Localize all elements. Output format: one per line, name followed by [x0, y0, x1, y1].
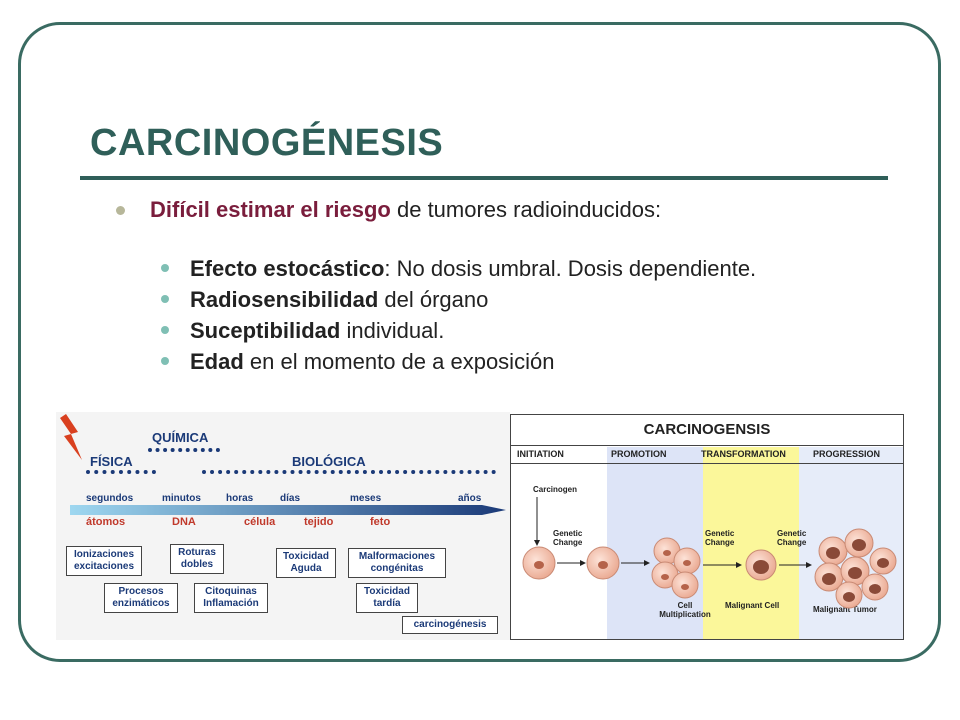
- promotion-band: [607, 447, 703, 639]
- header-divider: [511, 463, 903, 464]
- box-ionizaciones: Ionizaciones excitaciones: [66, 546, 142, 576]
- radiation-timeline-diagram: QUÍMICA FÍSICA BIOLÓGICA segundos minuto…: [56, 412, 510, 640]
- malignant-cell-label: Malignant Cell: [725, 601, 780, 610]
- timeline-arrow: [70, 505, 506, 515]
- scale-label: átomos: [86, 516, 126, 528]
- carcinogen-label: Carcinogen: [533, 485, 578, 494]
- transformation-band: [703, 447, 799, 639]
- box-roturas: Roturas dobles: [170, 544, 224, 574]
- sub-bullet-bold: Edad: [190, 349, 244, 374]
- time-label: meses: [350, 493, 382, 504]
- box-malformaciones: Malformaciones congénitas: [348, 548, 446, 578]
- header-divider: [511, 445, 903, 446]
- diagram-title: CARCINOGENSIS: [643, 421, 771, 438]
- sub-bullet-bold: Suceptibilidad: [190, 318, 341, 343]
- stage-transformation: TRANSFORMATION: [701, 449, 786, 459]
- sub-bullet-bold: Radiosensibilidad: [190, 287, 379, 312]
- sub-bullet-rest: individual.: [340, 318, 445, 343]
- slide-title: CARCINOGÉNESIS: [90, 122, 444, 164]
- cell-multiplication-label: Cell Multiplication: [659, 601, 711, 619]
- time-label: días: [280, 493, 301, 504]
- sub-bullet-rest: del órgano: [378, 287, 489, 312]
- scale-label: feto: [370, 516, 391, 528]
- main-bullet-highlight: Difícil estimar el riesgo: [150, 197, 391, 222]
- stage-progression: PROGRESSION: [813, 449, 881, 459]
- sub-bullet-4: Edad en el momento de a exposición: [190, 349, 554, 375]
- main-bullet: Difícil estimar el riesgo de tumores rad…: [150, 197, 661, 223]
- scale-label: DNA: [172, 516, 196, 528]
- sub-bullet-dot: [161, 295, 169, 303]
- box-procesos: Procesos enzimáticos: [104, 583, 178, 613]
- time-label: minutos: [162, 493, 201, 504]
- phase-biologica: BIOLÓGICA: [292, 454, 366, 469]
- cell-illustrations: [522, 497, 897, 609]
- sub-bullet-bold: Efecto estocástico: [190, 256, 385, 281]
- fisica-dotted-line: [86, 470, 156, 474]
- box-carcinogenesis: carcinogénesis: [402, 616, 498, 634]
- box-toxicidad-aguda: Toxicidad Aguda: [276, 548, 336, 578]
- title-underline: [80, 176, 888, 180]
- sub-bullet-3: Suceptibilidad individual.: [190, 318, 444, 344]
- phase-fisica: FÍSICA: [90, 454, 133, 469]
- sub-bullet-1: Efecto estocástico: No dosis umbral. Dos…: [190, 256, 756, 282]
- scale-label: tejido: [304, 516, 334, 528]
- box-toxicidad-tardia: Toxicidad tardía: [356, 583, 418, 613]
- time-label: horas: [226, 493, 254, 504]
- sub-bullet-2: Radiosensibilidad del órgano: [190, 287, 488, 313]
- sub-bullet-rest: en el momento de a exposición: [243, 349, 555, 374]
- sub-bullet-dot: [161, 326, 169, 334]
- quimica-dotted-line: [148, 448, 220, 452]
- slide-frame: [18, 22, 941, 662]
- genetic-change-label: Genetic Change: [705, 529, 735, 547]
- sub-bullet-rest: : No dosis umbral. Dosis dependiente.: [384, 256, 757, 281]
- bullet-dot: [116, 206, 125, 215]
- box-citoquinas: Citoquinas Inflamación: [194, 583, 268, 613]
- main-bullet-rest: de tumores radioinducidos:: [390, 197, 662, 222]
- genetic-change-label: Genetic Change: [553, 529, 583, 547]
- malignant-tumor-label: Malignant Tumor: [813, 605, 877, 614]
- carcinogenesis-stages-diagram: CARCINOGENSIS INITIATION PROMOTION TRANS…: [510, 414, 904, 640]
- stage-initiation: INITIATION: [517, 449, 564, 459]
- scale-label: célula: [244, 516, 276, 528]
- genetic-change-label: Genetic Change: [777, 529, 807, 547]
- lightning-icon: [60, 414, 82, 460]
- biologica-dotted-line: [202, 470, 496, 474]
- time-label: segundos: [86, 493, 134, 504]
- time-label: años: [458, 493, 482, 504]
- sub-bullet-dot: [161, 357, 169, 365]
- phase-quimica: QUÍMICA: [152, 430, 209, 445]
- sub-bullet-dot: [161, 264, 169, 272]
- stage-promotion: PROMOTION: [611, 449, 667, 459]
